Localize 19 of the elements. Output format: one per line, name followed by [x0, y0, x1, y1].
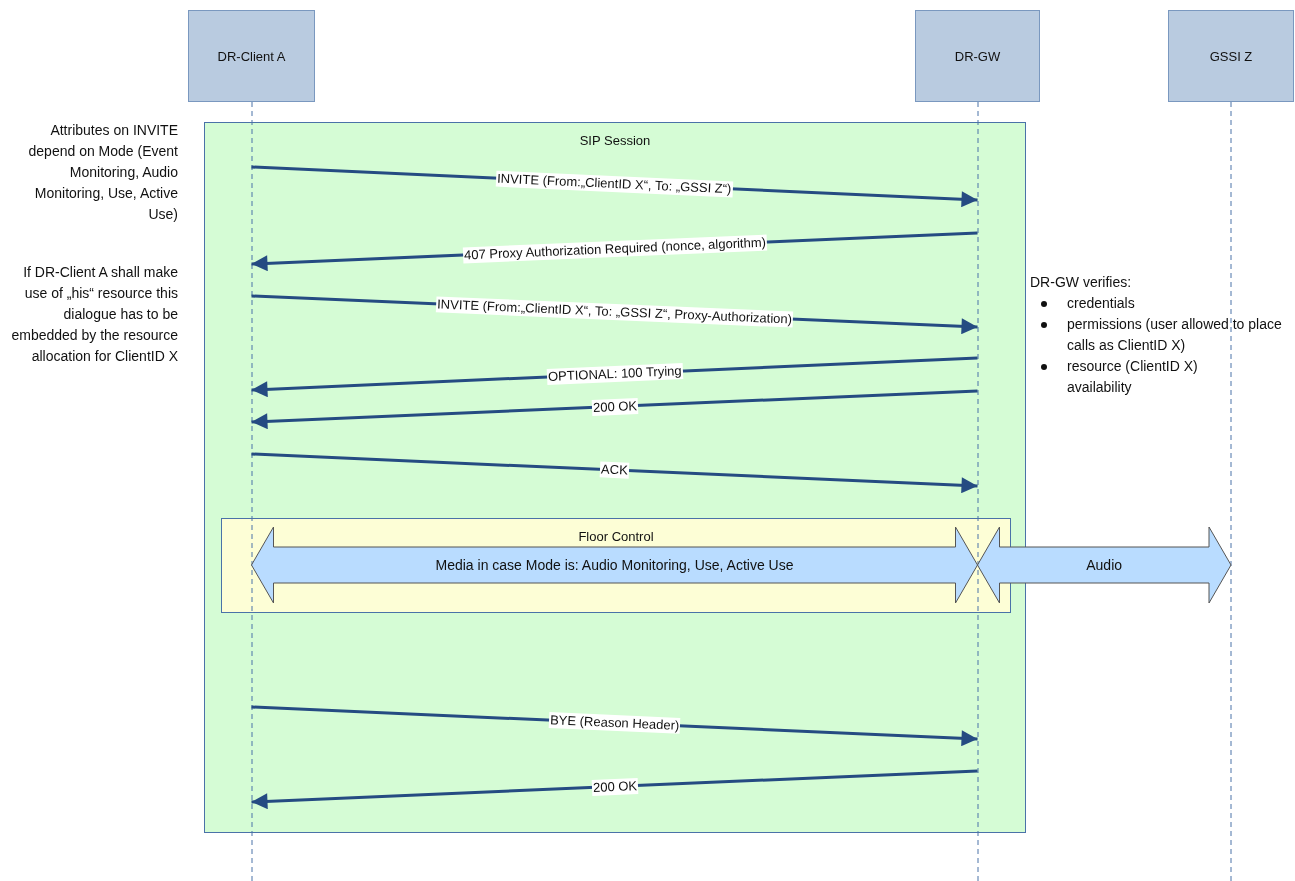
note-text: credentials: [1067, 294, 1136, 313]
frame-title: SIP Session: [579, 133, 651, 148]
frame-title: Floor Control: [578, 529, 654, 544]
block-arrow: [977, 526, 1232, 604]
participant-label: DR-GW: [954, 48, 1001, 64]
frame-box: [204, 122, 1026, 833]
edge-label: Media in case Mode is: Audio Monitoring, Use, Active Use: [435, 557, 794, 573]
note-text: Attributes on INVITE depend on Mode (Event Monitoring, Audio Monitoring, Use, Active Use): [27, 121, 178, 224]
edge-label: Audio: [1086, 557, 1123, 573]
message-arrow: [251, 452, 978, 494]
edge-label: ACK: [599, 461, 630, 479]
participant-label: DR-Client A: [217, 48, 286, 64]
participant-label: GSSI Z: [1209, 48, 1253, 64]
message-arrow: [251, 389, 978, 430]
message-arrow: [251, 769, 978, 810]
note-text: resource (ClientID X) availability: [1067, 357, 1199, 397]
note-text: If DR-Client A shall make use of „his“ resource this dialogue has to be embedded by the resource allocation for ClientID X: [10, 263, 178, 366]
note-text: permissions (user allowed to place calls as ClientID X): [1067, 315, 1283, 355]
note-text: DR-GW verifies:: [1030, 273, 1133, 292]
